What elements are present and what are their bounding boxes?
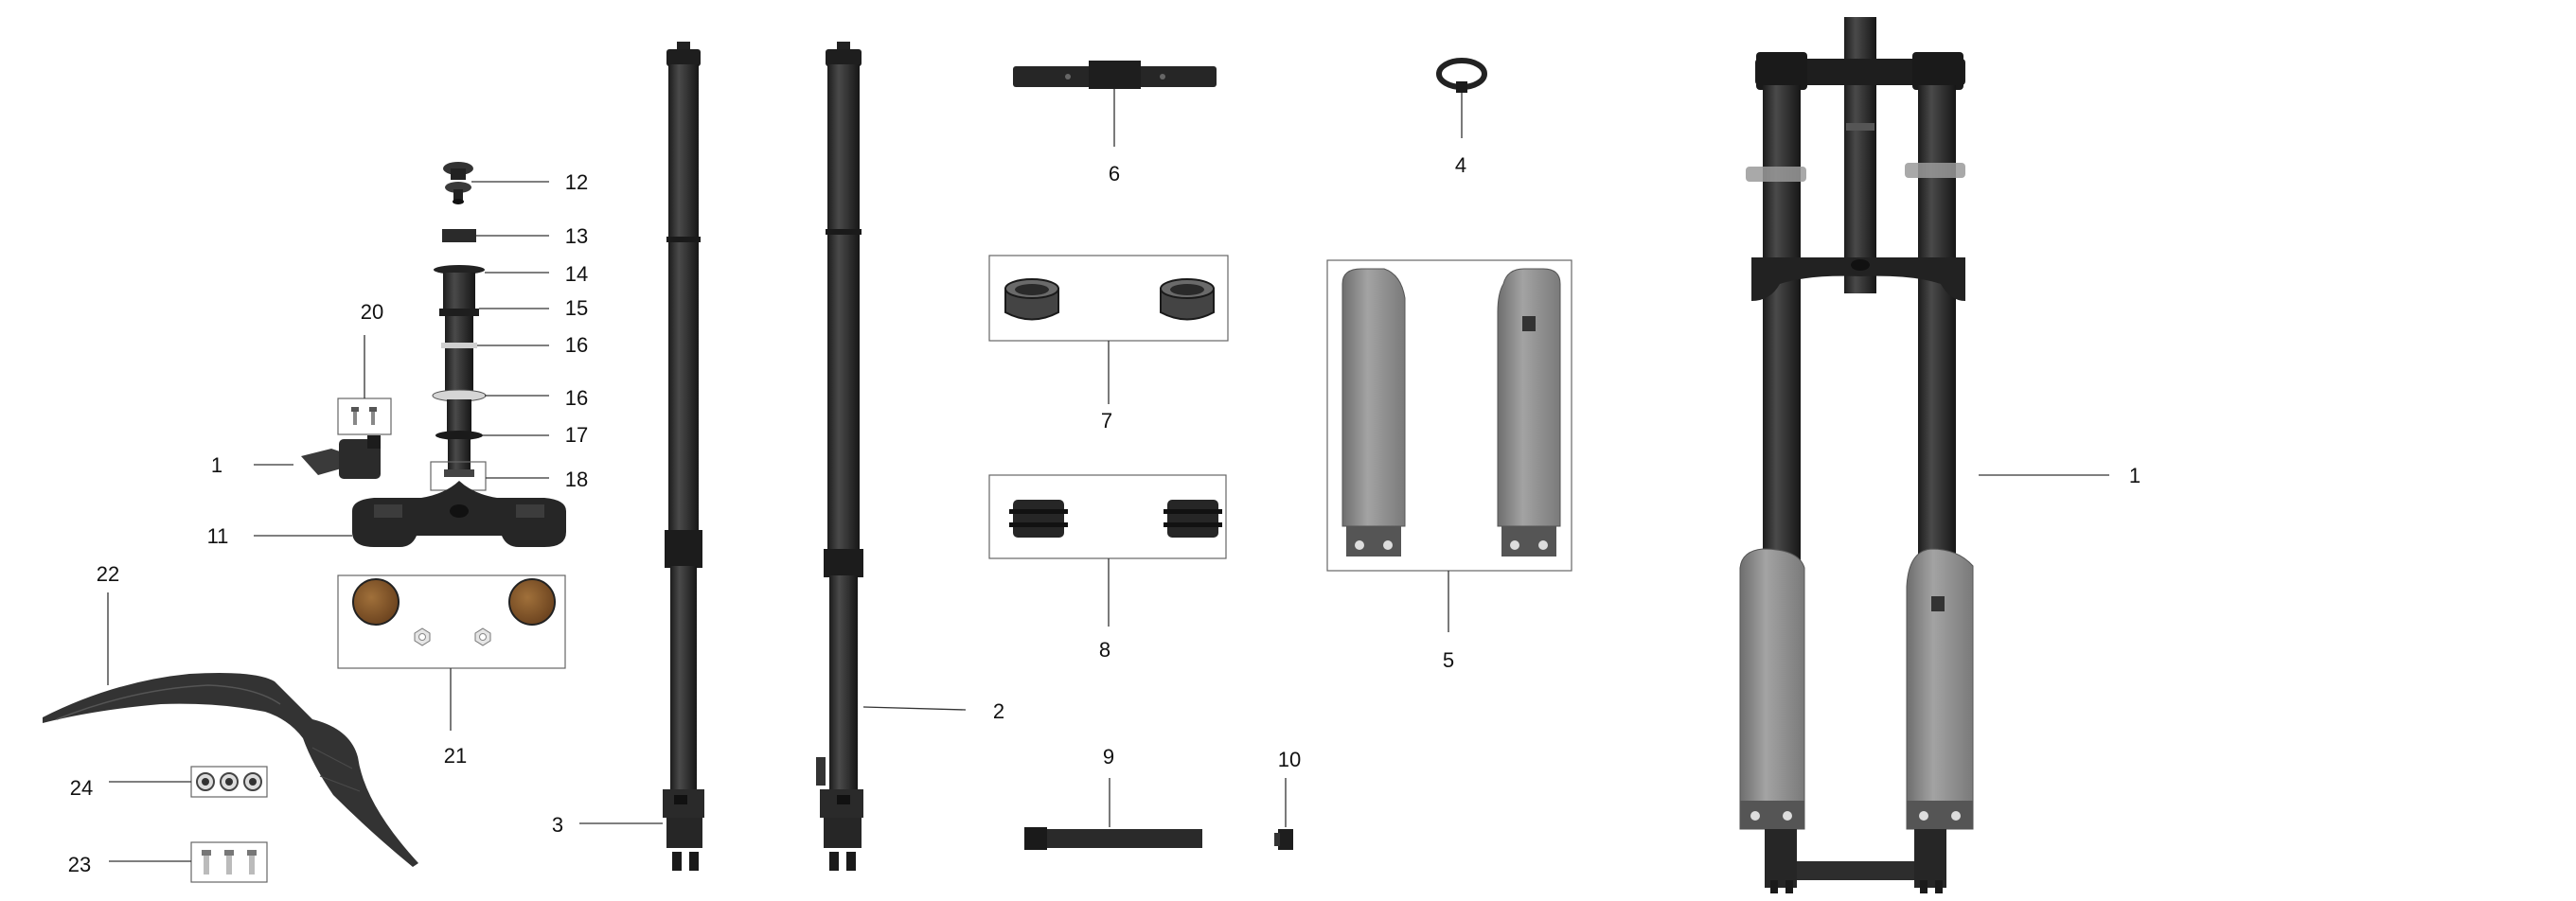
- callout-12: 12: [565, 170, 588, 194]
- callout-14: 14: [565, 262, 588, 286]
- part-21-hardware: [352, 578, 556, 646]
- callout-7: 7: [1101, 409, 1112, 433]
- callout-11: 11: [207, 524, 229, 548]
- part-23-bolts: [202, 850, 257, 874]
- part-13-spacer: [442, 229, 476, 242]
- callout-20: 20: [361, 300, 383, 324]
- part-21-box: [337, 574, 566, 669]
- part-10-axle-nut: [1274, 829, 1293, 850]
- part-6-bridge: [1013, 61, 1217, 89]
- part-9-axle: [1024, 827, 1202, 850]
- callout-9: 9: [1103, 745, 1114, 768]
- callout-1-right: 1: [2129, 464, 2141, 487]
- part-1-assembled-fork: [1739, 17, 1974, 893]
- part-20-screws: [351, 407, 377, 425]
- callout-18: 18: [565, 468, 588, 491]
- part-8-box: [988, 474, 1227, 559]
- part-12-top-cap: [443, 162, 473, 204]
- callout-24: 24: [70, 776, 93, 800]
- callout-3: 3: [552, 813, 563, 837]
- callout-17: 17: [565, 423, 588, 447]
- part-22-fender: [43, 673, 418, 867]
- callout-21: 21: [444, 744, 467, 768]
- part-4-clamp-ring: [1436, 58, 1487, 93]
- part-20-box: [337, 398, 392, 435]
- callout-13: 13: [565, 224, 588, 248]
- part-7-seals: [1004, 278, 1215, 321]
- callout-6: 6: [1109, 162, 1120, 186]
- callout-10: 10: [1278, 748, 1301, 771]
- callout-1-left: 1: [211, 453, 222, 477]
- part-23-box: [190, 841, 268, 883]
- part-2-fork-leg: [816, 42, 863, 871]
- callout-5: 5: [1443, 648, 1454, 672]
- callout-23: 23: [68, 853, 91, 876]
- callout-16-upper: 16: [565, 333, 588, 357]
- callout-8: 8: [1099, 638, 1110, 662]
- part-1-stem-clamp: [301, 435, 381, 479]
- callout-22: 22: [97, 562, 119, 586]
- part-24-nuts: [196, 772, 262, 791]
- part-5-fork-guards: [1341, 268, 1561, 556]
- callout-15: 15: [565, 296, 588, 320]
- callout-16-lower: 16: [565, 386, 588, 410]
- leader-lines: [107, 89, 2109, 862]
- part-8-bushings: [1009, 500, 1222, 538]
- part-5-box: [1326, 259, 1572, 572]
- part-14-18-steerer-assembly: [432, 265, 487, 477]
- part-3-fork-leg: [663, 42, 704, 871]
- part-11-crown: [352, 481, 566, 547]
- callout-2: 2: [993, 699, 1004, 723]
- callout-4: 4: [1455, 153, 1466, 177]
